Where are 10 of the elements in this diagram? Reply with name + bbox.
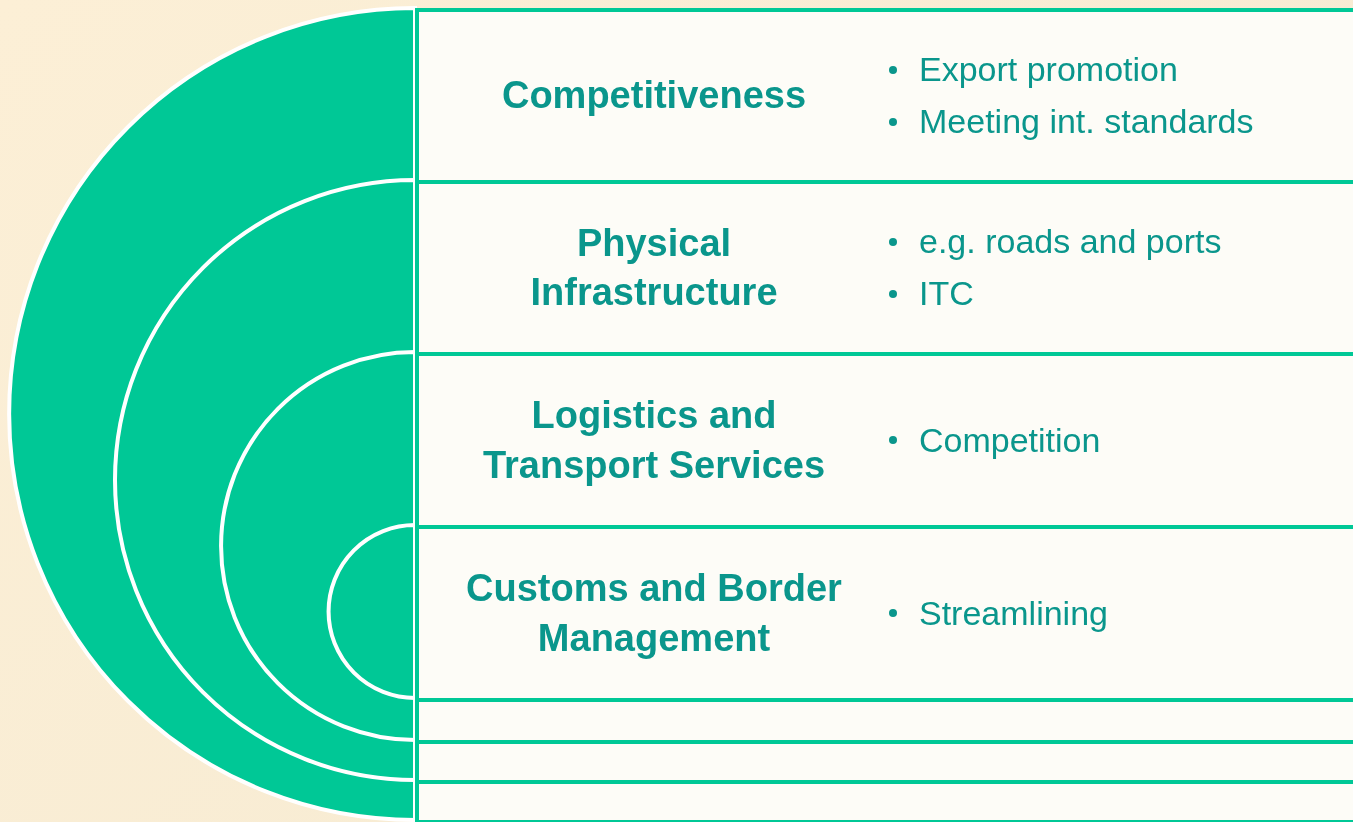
bullet-text: Meeting int. standards — [919, 101, 1254, 142]
bullet-text: Competition — [919, 419, 1101, 461]
bullet-text: Streamlining — [919, 592, 1108, 634]
category-title: Competitiveness — [500, 73, 808, 119]
category-title: Physical Infrastructure — [529, 220, 779, 315]
bullet-text: Export promotion — [919, 49, 1178, 91]
bullet-text: ITC — [919, 273, 974, 314]
category-title: Customs and Border Management — [465, 566, 843, 661]
category-title: Logistics and Transport Services — [481, 393, 827, 488]
bullet-text: e.g. roads and ports — [919, 221, 1222, 263]
